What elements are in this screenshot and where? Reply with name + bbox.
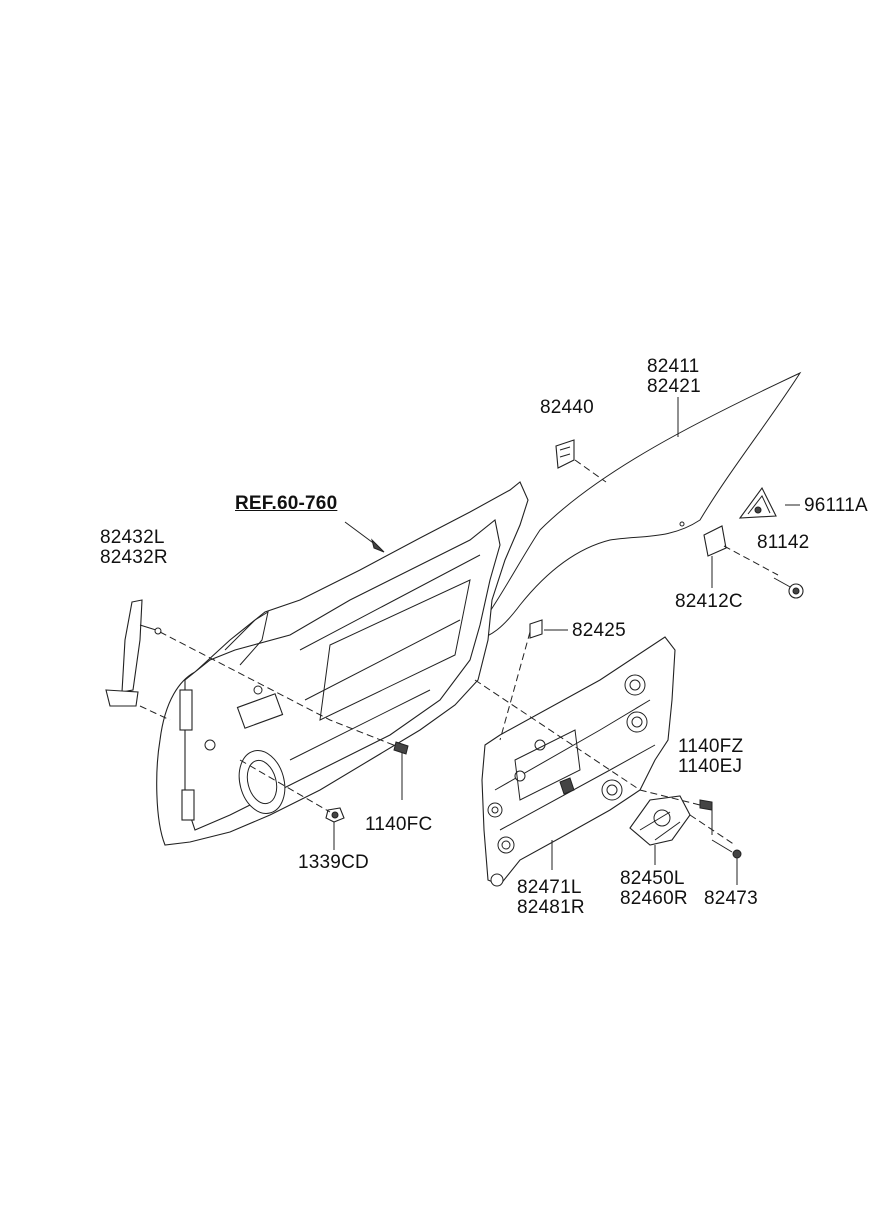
label-82471l: 82471L [517,877,582,898]
part-96111a-triangle [738,486,777,519]
part-82425-clip [529,619,543,639]
part-82432-channel [105,599,162,707]
door-glass [468,371,802,641]
part-82473-screw [711,839,742,859]
part-82440-bracket [555,439,575,469]
label-82421: 82421 [647,376,701,397]
label-82412c: 82412C [675,591,743,612]
label-1140fc: 1140FC [365,814,433,835]
part-81142-bolt [773,577,804,599]
label-96111a: 96111A [804,495,868,516]
part-82450-motor [629,795,691,846]
label-82450l: 82450L [620,868,685,889]
label-82425: 82425 [572,620,626,641]
door-inner-panel [156,481,529,846]
label-82432l: 82432L [100,527,165,548]
part-1140fz-bolt [699,799,713,811]
label-1140ej: 1140EJ [678,756,743,777]
label-82473: 82473 [704,888,758,909]
label-82432r: 82432R [100,547,168,568]
label-82411: 82411 [647,356,700,377]
label-81142: 81142 [757,532,810,553]
label-ref-60-760: REF.60-760 [235,493,338,514]
label-1140fz: 1140FZ [678,736,744,757]
label-82460r: 82460R [620,888,688,909]
part-1140fc-bolt [393,741,409,800]
leader-lines [139,397,800,885]
label-82440: 82440 [540,397,594,418]
part-82412c-pad [703,525,727,557]
window-regulator [481,636,676,887]
part-1339cd-nut [325,807,345,823]
label-82481r: 82481R [517,897,585,918]
label-1339cd: 1339CD [298,852,369,873]
